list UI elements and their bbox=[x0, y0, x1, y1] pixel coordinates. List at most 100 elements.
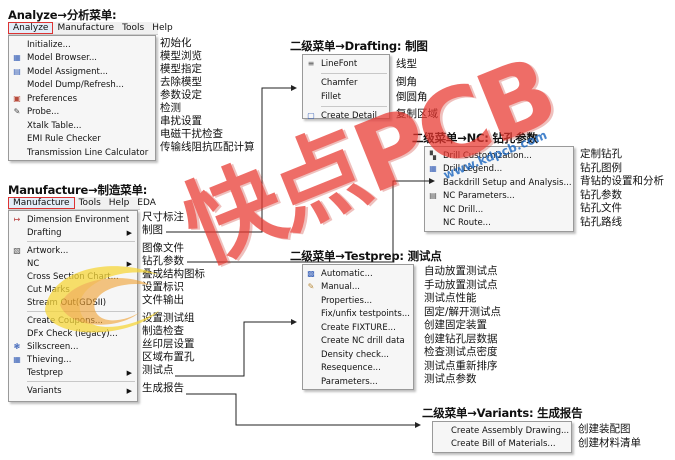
menu-item-silkscreen[interactable]: ❃Silkscreen... bbox=[13, 341, 79, 352]
menu-item-probe[interactable]: ✎Probe... bbox=[13, 107, 60, 118]
menu-separator bbox=[321, 73, 387, 74]
menu-item-chamfer[interactable]: Chamfer bbox=[321, 78, 358, 88]
dimension-icon: ↦ bbox=[13, 214, 21, 224]
label-testprep: 测试点 bbox=[142, 364, 174, 376]
label-create-assembly-drawing: 创建装配图 bbox=[578, 423, 631, 435]
menu-item-drill-customization[interactable]: ▚Drill Customization... bbox=[429, 150, 532, 161]
testprep-submenu: ▩Automatic... ✎Manual... Properties... F… bbox=[302, 264, 414, 390]
menu-item-artwork[interactable]: ▧Artwork... bbox=[13, 245, 69, 256]
menu-separator bbox=[27, 381, 135, 382]
menu-tools[interactable]: Tools bbox=[122, 23, 145, 33]
menu-item-nc-drill[interactable]: NC Drill... bbox=[443, 204, 484, 215]
menu-separator bbox=[321, 106, 387, 107]
label-create-nc-drill-data: 创建钻孔层数据 bbox=[424, 332, 498, 345]
testprep-section-title: 二级菜单→Testprep: 测试点 bbox=[290, 249, 442, 263]
menu-analyze[interactable]: Analyze bbox=[8, 22, 54, 34]
label-properties: 测试点性能 bbox=[424, 292, 477, 304]
menu-item-model-browser[interactable]: ▦Model Browser... bbox=[13, 53, 97, 64]
menu-item-variants[interactable]: Variants▶ bbox=[27, 385, 132, 396]
label-drill-customization: 定制钻孔 bbox=[580, 148, 622, 160]
label-dimension-environment: 尺寸标注 bbox=[142, 211, 184, 223]
drafting-submenu: ≡LineFont Chamfer Fillet ▢Create Detail bbox=[302, 54, 390, 121]
menu-item-transmission-line-calculator[interactable]: Transmission Line Calculator bbox=[27, 147, 149, 158]
menu-item-create-fixture[interactable]: Create FIXTURE... bbox=[321, 322, 396, 333]
nc-section-title: 二级菜单→NC: 钻孔参数 bbox=[412, 131, 538, 145]
label-nc: 钻孔参数 bbox=[142, 255, 184, 267]
menu-manufacture[interactable]: Manufacture bbox=[57, 23, 115, 33]
submenu-arrow-icon: ▶ bbox=[126, 386, 132, 395]
drill-icon: ▚ bbox=[429, 150, 437, 160]
menu-manufacture[interactable]: Manufacture bbox=[8, 197, 75, 209]
menu-item-linefont[interactable]: ≡LineFont bbox=[307, 59, 358, 69]
label-silkscreen: 丝印层设置 bbox=[142, 338, 195, 350]
label-model-dump: 去除模型 bbox=[160, 76, 202, 88]
menu-item-model-assigment[interactable]: ▤Model Assigment... bbox=[13, 66, 108, 77]
menu-separator bbox=[27, 241, 135, 242]
label-thieving: 区域布置孔 bbox=[142, 351, 195, 363]
assign-icon: ▤ bbox=[13, 66, 21, 76]
drafting-labels: 线型 倒角 倒圆角 复制区域 bbox=[396, 58, 438, 122]
menu-item-dfx-check[interactable]: DFx Check (legacy)... bbox=[27, 328, 118, 339]
label-variants: 生成报告 bbox=[142, 382, 184, 394]
menu-item-xtalk-table[interactable]: Xtalk Table... bbox=[27, 120, 82, 131]
label-fix-unfix-testpoints: 固定/解开测试点 bbox=[424, 305, 502, 318]
silkscreen-icon: ❃ bbox=[13, 341, 21, 351]
browser-icon: ▦ bbox=[13, 53, 21, 63]
menu-item-resequence[interactable]: Resequence... bbox=[321, 363, 381, 374]
thieving-icon: ▦ bbox=[13, 354, 21, 364]
manufacture-menubar: Manufacture Tools Help EDA bbox=[8, 197, 156, 210]
testprep-labels: 自动放置测试点 手动放置测试点 测试点性能 固定/解开测试点 创建固定装置 创建… bbox=[424, 265, 501, 387]
menu-item-nc-parameters[interactable]: ▤NC Parameters... bbox=[429, 191, 515, 202]
menu-item-testprep[interactable]: Testprep▶ bbox=[27, 367, 132, 378]
label-nc-parameters: 钻孔参数 bbox=[580, 188, 622, 201]
label-create-fixture: 创建固定装置 bbox=[424, 319, 487, 331]
menu-item-drafting[interactable]: Drafting▶ bbox=[27, 227, 132, 238]
label-resequence: 测试点重新排序 bbox=[424, 359, 498, 372]
label-automatic: 自动放置测试点 bbox=[424, 265, 498, 277]
menu-item-thieving[interactable]: ▦Thieving... bbox=[13, 354, 72, 365]
label-backdrill-setup: 背钻的设置和分析 bbox=[580, 175, 664, 187]
menu-item-parameters[interactable]: Parameters... bbox=[321, 376, 378, 387]
label-transmission-line-calculator: 传输线阻抗匹配计算 bbox=[160, 141, 255, 153]
menu-tools[interactable]: Tools bbox=[78, 198, 101, 208]
label-xtalk-table: 串扰设置 bbox=[160, 115, 202, 127]
menu-item-backdrill-setup[interactable]: Backdrill Setup and Analysis... bbox=[443, 177, 572, 188]
menu-item-initialize[interactable]: Initialize... bbox=[27, 39, 71, 50]
menu-item-drill-legend[interactable]: ▦Drill Legend... bbox=[429, 164, 503, 175]
menu-item-nc[interactable]: NC▶ bbox=[27, 258, 132, 269]
label-create-detail: 复制区域 bbox=[396, 108, 438, 120]
menu-item-create-assembly-drawing[interactable]: Create Assembly Drawing... bbox=[451, 425, 570, 436]
analyze-labels: 初始化 模型浏览 模型指定 去除模型 参数设定 检测 串扰设置 电磁干扰检查 传… bbox=[160, 37, 255, 154]
menu-item-model-dump[interactable]: Model Dump/Refresh... bbox=[27, 80, 124, 91]
menu-item-automatic[interactable]: ▩Automatic... bbox=[307, 268, 373, 279]
menu-item-density-check[interactable]: Density check... bbox=[321, 349, 390, 360]
analyze-section-title: Analyze→分析菜单: bbox=[8, 8, 117, 22]
label-fillet: 倒圆角 bbox=[396, 91, 428, 103]
menu-help[interactable]: Help bbox=[152, 23, 173, 33]
nc-labels: 定制钻孔 钻孔图例 背钻的设置和分析 钻孔参数 钻孔文件 钻孔路线 bbox=[580, 148, 664, 229]
menu-item-manual[interactable]: ✎Manual... bbox=[307, 282, 360, 293]
menu-eda[interactable]: EDA bbox=[137, 198, 156, 208]
analyze-menubar: Analyze Manufacture Tools Help bbox=[8, 22, 173, 35]
probe-icon: ✎ bbox=[13, 107, 21, 117]
label-probe: 检测 bbox=[160, 102, 181, 114]
legend-icon: ▦ bbox=[429, 164, 437, 174]
submenu-arrow-icon: ▶ bbox=[126, 259, 132, 268]
menu-item-properties[interactable]: Properties... bbox=[321, 295, 373, 306]
menu-item-fillet[interactable]: Fillet bbox=[321, 92, 341, 102]
label-parameters: 测试点参数 bbox=[424, 373, 477, 385]
menu-item-preferences[interactable]: ▣Preferences bbox=[13, 93, 77, 104]
menu-item-emi-rule-checker[interactable]: EMI Rule Checker bbox=[27, 134, 101, 145]
parameters-icon: ▤ bbox=[429, 191, 437, 201]
menu-item-create-detail[interactable]: ▢Create Detail bbox=[307, 111, 377, 121]
menu-help[interactable]: Help bbox=[108, 198, 130, 208]
menu-item-fix-unfix-testpoints[interactable]: Fix/unfix testpoints... bbox=[321, 309, 410, 320]
menu-item-create-bill-of-materials[interactable]: Create Bill of Materials... bbox=[451, 439, 556, 450]
variants-section-title: 二级菜单→Variants: 生成报告 bbox=[422, 406, 583, 420]
artwork-icon: ▧ bbox=[13, 245, 21, 255]
menu-item-nc-route[interactable]: NC Route... bbox=[443, 218, 491, 229]
menu-item-dimension-environment[interactable]: ↦Dimension Environment bbox=[13, 214, 130, 225]
menu-item-create-nc-drill-data[interactable]: Create NC drill data bbox=[321, 336, 405, 347]
label-chamfer: 倒角 bbox=[396, 76, 417, 88]
